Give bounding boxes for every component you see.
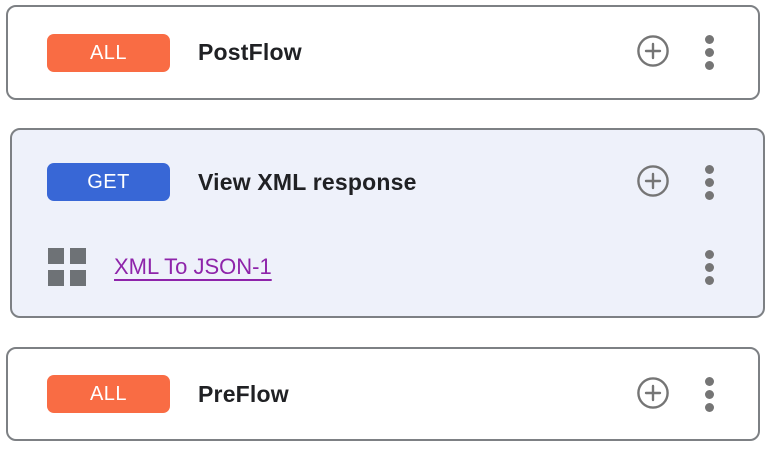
add-step-button[interactable] — [636, 376, 670, 413]
policy-link[interactable]: XML To JSON-1 — [114, 254, 272, 279]
flow-menu-button[interactable] — [705, 164, 714, 200]
flow-card-postflow: ALL PostFlow — [6, 5, 760, 100]
flow-title: PreFlow — [198, 380, 289, 407]
add-circle-icon — [636, 34, 670, 71]
flow-title: View XML response — [198, 168, 417, 195]
method-badge: ALL — [47, 33, 170, 72]
flow-menu-button[interactable] — [705, 376, 714, 412]
policy-menu-button[interactable] — [705, 249, 714, 285]
policy-grid-icon — [48, 248, 86, 286]
policy-step-row: XML To JSON-1 — [12, 247, 763, 287]
flow-header: ALL PostFlow — [8, 7, 758, 98]
flow-title: PostFlow — [198, 39, 302, 65]
method-badge: ALL — [47, 375, 170, 413]
flow-header: GET View XML response — [12, 163, 763, 201]
add-step-button[interactable] — [636, 164, 670, 201]
flow-card-preflow: ALL PreFlow — [6, 347, 760, 441]
flow-header: ALL PreFlow — [8, 349, 758, 439]
flow-menu-button[interactable] — [705, 35, 714, 70]
add-circle-icon — [636, 164, 670, 201]
flow-card-view-xml-response: GET View XML response XML To JSON-1 — [10, 128, 765, 318]
add-circle-icon — [636, 376, 670, 413]
add-step-button[interactable] — [636, 34, 670, 71]
method-badge: GET — [47, 163, 170, 201]
